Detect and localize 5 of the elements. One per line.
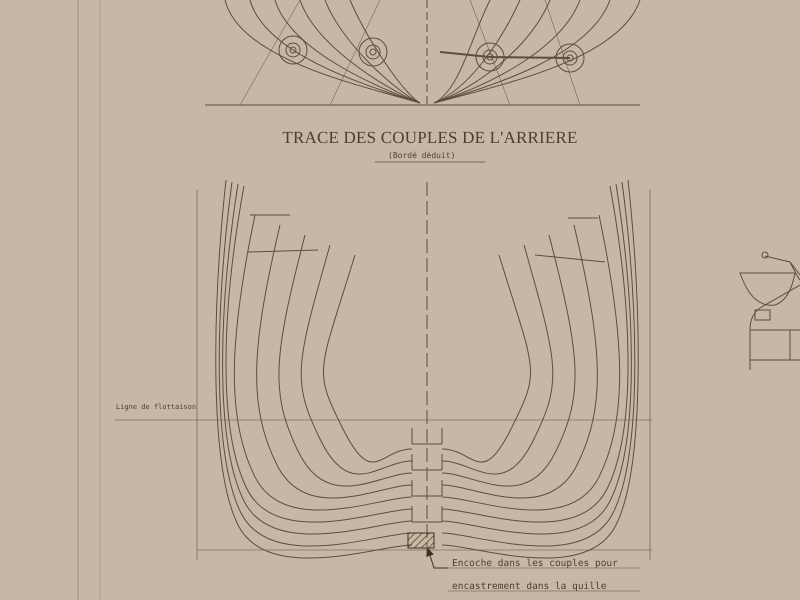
callout-text: Encoche dans les couples pour encastrement dans la quille (452, 552, 642, 598)
hatched-notch (408, 532, 434, 548)
leader-line (426, 548, 448, 568)
subtitle-note: (Bordé déduit) (388, 151, 456, 160)
drawing-title: TRACE DES COUPLES DE L'ARRIERE (281, 128, 579, 148)
